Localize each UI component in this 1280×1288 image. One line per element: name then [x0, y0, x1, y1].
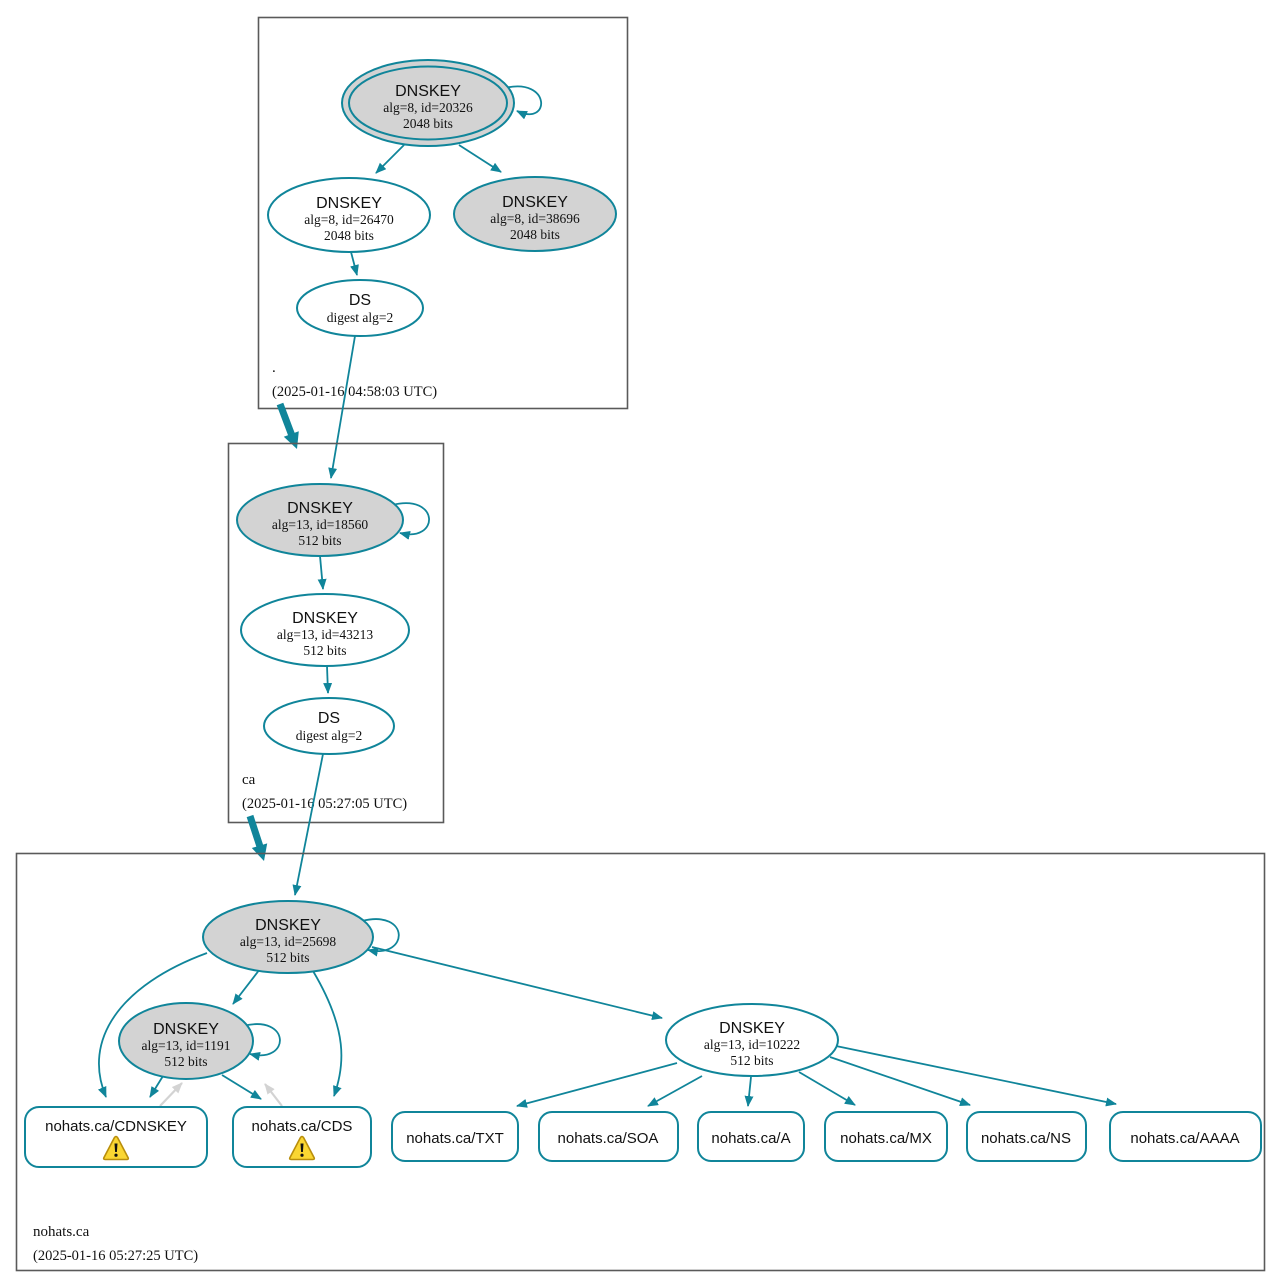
edge-nohats-zsk2-to-mx: [798, 1071, 856, 1106]
edge-nohats-ksk-to-cdnskey: [97, 952, 208, 1098]
edge-root-ksk-self-sign: [504, 85, 542, 120]
edge-nohats-zsk2-to-a: [744, 1076, 754, 1107]
rrset-label: nohats.ca/TXT: [406, 1130, 504, 1147]
dnskey-node-nohats-ksk-25698[interactable]: DNSKEY alg=13, id=25698 512 bits: [202, 900, 374, 974]
zone-label-ca: ca: [242, 772, 256, 788]
node-meta: digest alg=2: [296, 728, 362, 743]
zone-label-root: .: [272, 360, 276, 376]
edge-nohats-ksk-to-zsk1: [232, 968, 261, 1005]
edge-nohats-zsk2-to-soa: [647, 1075, 703, 1107]
node-bits: 2048 bits: [403, 116, 453, 131]
edge-cds-to-zsk1-gray: [264, 1083, 283, 1107]
dnskey-node-root-ksk-20326[interactable]: DNSKEY alg=8, id=20326 2048 bits: [341, 59, 515, 147]
dnskey-node-nohats-zsk-1191[interactable]: DNSKEY alg=13, id=1191 512 bits: [118, 1002, 254, 1080]
edge-nohats-zsk2-to-txt: [516, 1062, 678, 1108]
rrset-nohats-ca-soa[interactable]: nohats.ca/SOA: [538, 1111, 679, 1162]
dnskey-node-ca-ksk-18560[interactable]: DNSKEY alg=13, id=18560 512 bits: [236, 483, 404, 557]
edge-cdnskey-to-zsk1-gray: [159, 1082, 183, 1107]
warning-icon: [288, 1135, 316, 1161]
rrset-nohats-ca-ns[interactable]: nohats.ca/NS: [966, 1111, 1087, 1162]
zone-box-root: . (2025-01-16 04:58:03 UTC): [257, 16, 629, 410]
edge-root-zsk-to-ds: [350, 251, 359, 276]
edge-nohats-ksk-to-zsk2: [371, 946, 663, 1020]
edge-nohats-ksk-self-sign: [361, 918, 400, 957]
edge-ca-ksk-self-sign: [391, 502, 430, 540]
edge-ca-ksk-to-zsk: [317, 555, 327, 590]
ds-node-ca[interactable]: DS digest alg=2: [263, 697, 395, 755]
dnskey-node-nohats-zsk-10222[interactable]: DNSKEY alg=13, id=10222 512 bits: [665, 1003, 839, 1077]
node-bits: 2048 bits: [510, 227, 560, 242]
rrset-nohats-ca-cds[interactable]: nohats.ca/CDS: [232, 1106, 372, 1168]
node-bits: 512 bits: [298, 533, 341, 548]
rrset-label: nohats.ca/CDS: [252, 1118, 353, 1135]
node-title: DNSKEY: [316, 195, 382, 212]
node-title: DNSKEY: [153, 1021, 219, 1038]
rrset-nohats-ca-cdnskey[interactable]: nohats.ca/CDNSKEY: [24, 1106, 208, 1168]
edge-nohats-zsk1-self-sign: [242, 1023, 281, 1061]
node-meta: alg=8, id=20326: [383, 100, 473, 115]
node-meta: alg=13, id=18560: [272, 517, 368, 532]
node-bits: 512 bits: [303, 643, 346, 658]
edge-ca-ds-to-nohats-ksk: [292, 753, 324, 896]
node-title: DS: [349, 292, 371, 309]
zone-box-ca: ca (2025-01-16 05:27:05 UTC): [227, 442, 445, 824]
node-title: DS: [318, 710, 340, 727]
node-meta: alg=13, id=10222: [704, 1037, 800, 1052]
node-title: DNSKEY: [255, 917, 321, 934]
ds-node-root[interactable]: DS digest alg=2: [296, 279, 424, 337]
rrset-label: nohats.ca/CDNSKEY: [45, 1118, 187, 1135]
node-bits: 512 bits: [266, 950, 309, 965]
rrset-label: nohats.ca/MX: [840, 1130, 932, 1147]
node-meta: alg=8, id=26470: [304, 212, 394, 227]
node-meta: alg=13, id=1191: [142, 1038, 231, 1053]
node-title: DNSKEY: [719, 1020, 785, 1037]
node-meta: alg=8, id=38696: [490, 211, 580, 226]
node-title: DNSKEY: [502, 194, 568, 211]
zone-timestamp-root: (2025-01-16 04:58:03 UTC): [272, 384, 437, 400]
edge-nohats-zsk1-to-cds: [221, 1074, 262, 1100]
rrset-nohats-ca-a[interactable]: nohats.ca/A: [697, 1111, 805, 1162]
rrset-nohats-ca-aaaa[interactable]: nohats.ca/AAAA: [1109, 1111, 1262, 1162]
zone-timestamp-ca: (2025-01-16 05:27:05 UTC): [242, 796, 407, 812]
rrset-label: nohats.ca/SOA: [558, 1130, 659, 1147]
rrset-nohats-ca-mx[interactable]: nohats.ca/MX: [824, 1111, 948, 1162]
node-meta: alg=13, id=43213: [277, 627, 373, 642]
edge-nohats-zsk2-to-aaaa: [835, 1045, 1117, 1107]
zone-label-nohats-ca: nohats.ca: [33, 1224, 90, 1240]
edge-root-ds-to-ca-ksk: [328, 335, 356, 479]
edge-nohats-zsk2-to-ns: [829, 1056, 971, 1107]
node-title: DNSKEY: [292, 610, 358, 627]
delegation-arrow-root-to-ca: [276, 402, 299, 449]
warning-icon: [102, 1135, 130, 1161]
edge-ca-zsk-to-ds: [323, 665, 333, 694]
dnskey-node-ca-zsk-43213[interactable]: DNSKEY alg=13, id=43213 512 bits: [240, 593, 410, 667]
edge-root-ksk-to-zsk: [375, 144, 405, 174]
dnskey-node-root-zsk-26470[interactable]: DNSKEY alg=8, id=26470 2048 bits: [267, 177, 431, 253]
node-meta: alg=13, id=25698: [240, 934, 336, 949]
node-title: DNSKEY: [287, 500, 353, 517]
dnskey-node-root-standby-38696[interactable]: DNSKEY alg=8, id=38696 2048 bits: [453, 176, 617, 252]
edge-nohats-ksk-to-cds: [312, 970, 343, 1097]
zone-box-nohats-ca: nohats.ca (2025-01-16 05:27:25 UTC): [15, 852, 1266, 1272]
rrset-label: nohats.ca/NS: [981, 1130, 1071, 1147]
node-bits: 2048 bits: [324, 228, 374, 243]
node-bits: 512 bits: [730, 1053, 773, 1068]
zone-timestamp-nohats-ca: (2025-01-16 05:27:25 UTC): [33, 1248, 198, 1264]
delegation-arrow-ca-to-nohats: [246, 814, 268, 861]
rrset-nohats-ca-txt[interactable]: nohats.ca/TXT: [391, 1111, 519, 1162]
rrset-label: nohats.ca/A: [711, 1130, 790, 1147]
node-meta: digest alg=2: [327, 310, 393, 325]
rrset-label: nohats.ca/AAAA: [1130, 1130, 1239, 1147]
edge-nohats-zsk1-to-cdnskey: [149, 1075, 164, 1098]
node-title: DNSKEY: [395, 83, 461, 100]
edge-root-ksk-to-standby: [458, 144, 502, 173]
node-bits: 512 bits: [164, 1054, 207, 1069]
